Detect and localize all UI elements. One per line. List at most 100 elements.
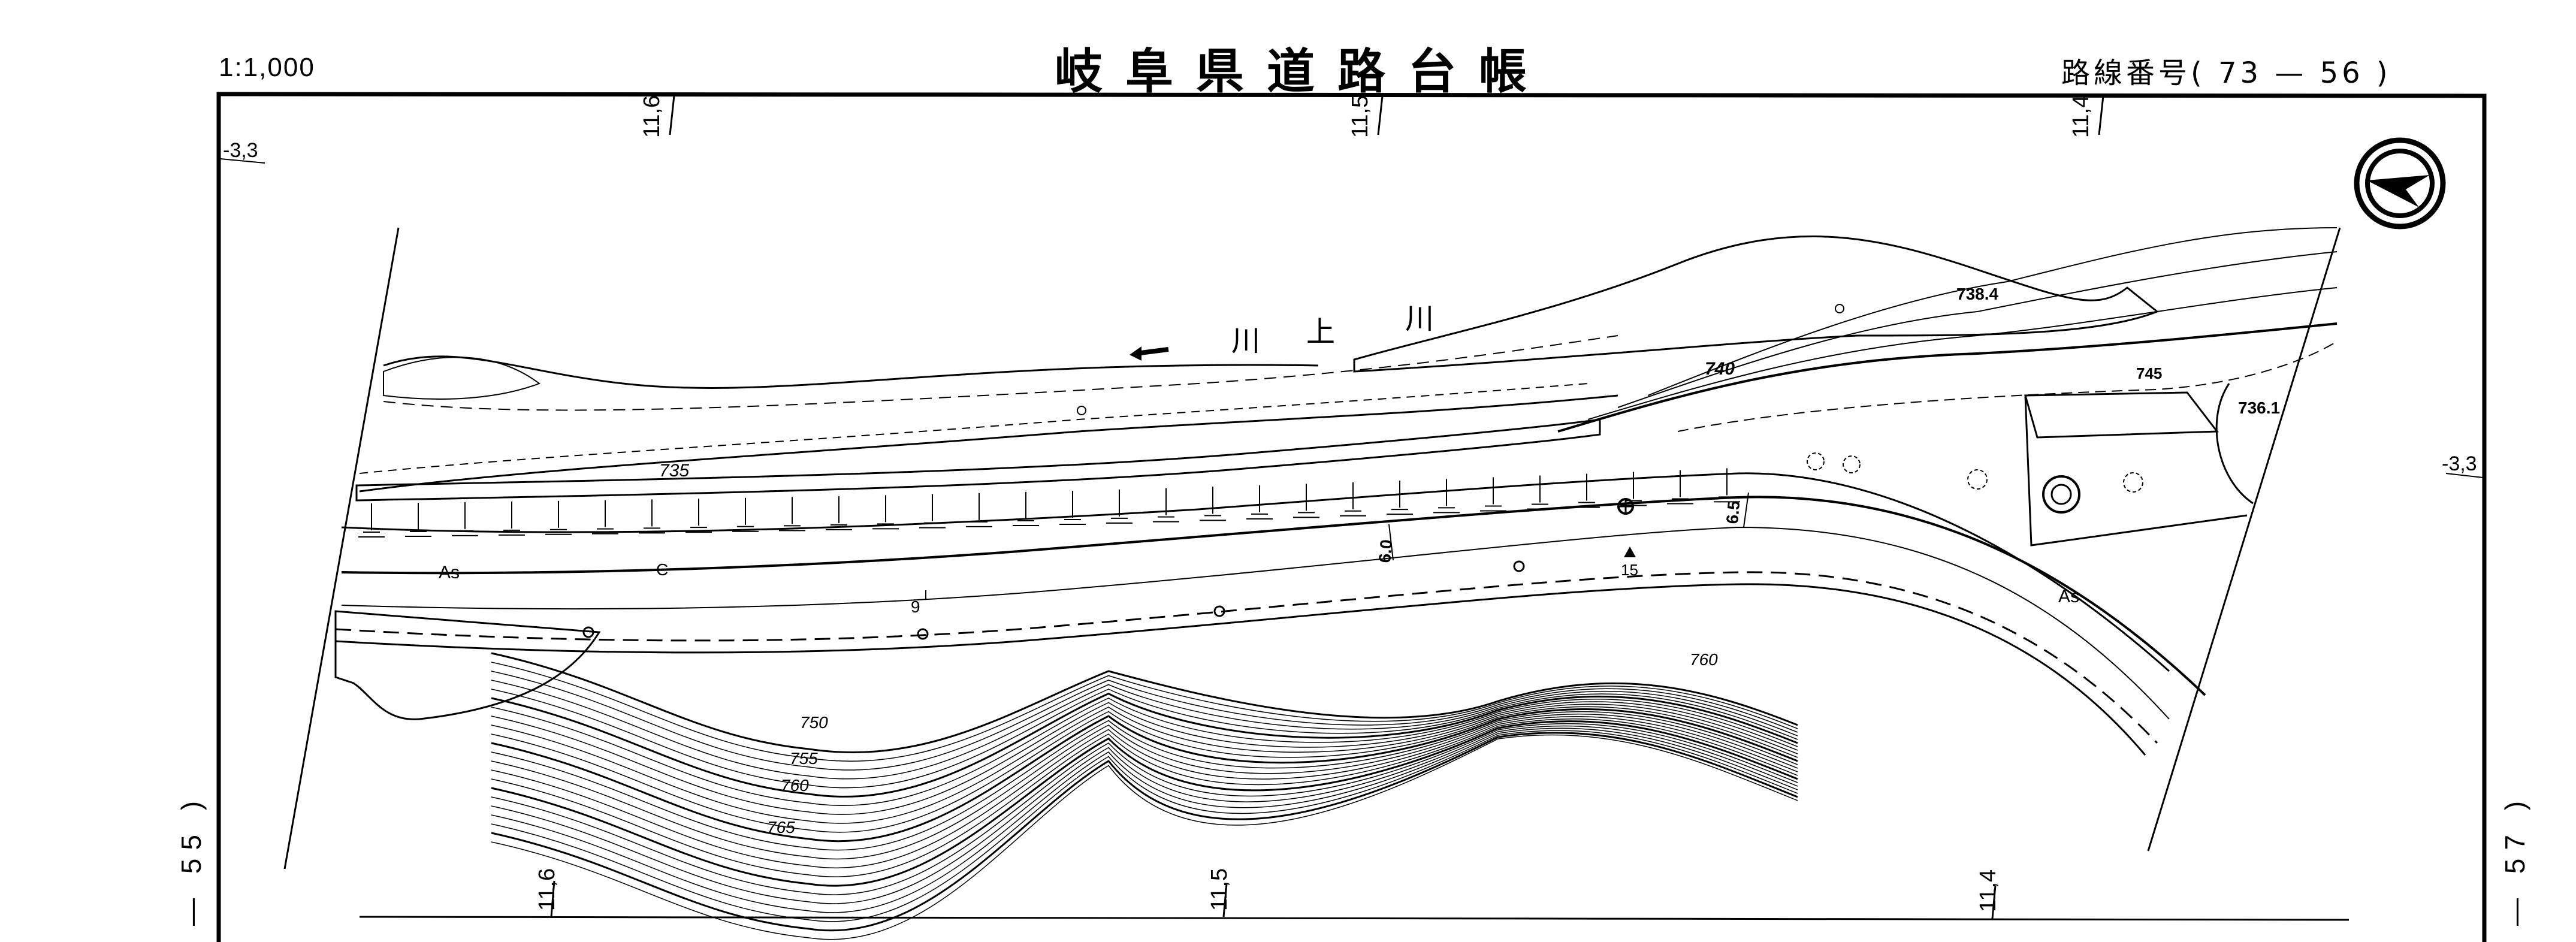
slope-tick (1714, 468, 1740, 503)
spot-height: 736.1 (2238, 398, 2280, 417)
contour-line (491, 706, 1798, 833)
contour-line (491, 723, 1798, 895)
slope-tick (1246, 485, 1273, 520)
slope-tick (1574, 473, 1600, 508)
slope-tick (1106, 489, 1133, 524)
slope-tick (1013, 491, 1039, 526)
lower-dotted-field (334, 610, 601, 720)
contour-line (491, 698, 1798, 806)
slope-tick (358, 503, 385, 538)
slope-tick (1293, 484, 1319, 518)
benchmark-symbol-icon (1617, 498, 1634, 515)
contour-label: 740 (1705, 359, 1735, 379)
slope-tick (1153, 488, 1179, 523)
right-structures (1807, 383, 2254, 547)
slope-tick (1059, 490, 1086, 525)
contour-label: 755 (790, 749, 818, 768)
slope-tick (1200, 487, 1226, 521)
slope-tick (872, 495, 899, 530)
river-name-char-0: 川 (1231, 325, 1260, 357)
grid-labels-top: 11,6 11,5 11,4 (639, 95, 2094, 138)
grid-label-bottom-2: 11,4 (1976, 869, 2001, 912)
slope-tick (919, 494, 946, 529)
slope-tick (1340, 482, 1366, 517)
shrub-symbol-icon (1843, 455, 1861, 473)
utility-pole-icons (582, 304, 1844, 640)
slope-symbols (358, 468, 1740, 538)
contour-line (491, 714, 1798, 860)
contour-line (491, 671, 1798, 771)
triangulation-point-icon (1624, 547, 1636, 557)
contour-line (491, 711, 1798, 851)
contour-line (491, 718, 1798, 878)
slope-tick (826, 496, 852, 530)
slope-tick (779, 497, 805, 532)
slope-tick (592, 500, 618, 535)
contour-label: 750 (800, 713, 828, 732)
slope-tick (499, 501, 525, 536)
contour-label: 760 (781, 776, 809, 795)
slope-tick (545, 500, 572, 535)
slope-tick (1527, 475, 1553, 510)
upper-left-dotted-area (383, 357, 541, 400)
slope-tick (452, 502, 478, 536)
sheet-edge-left (283, 227, 400, 869)
road-surface-label: As (439, 563, 460, 582)
contour-label: 765 (767, 818, 795, 837)
route-number: 路線番号( 73 — 56 ) (2061, 56, 2391, 90)
guard-fence (355, 418, 1601, 502)
shrub-symbol-icon (1967, 469, 1988, 490)
slope-tick (1480, 477, 1506, 512)
slope-tick (1387, 481, 1413, 515)
contour-line (491, 730, 1798, 922)
grid-label-left: -3,3 (223, 139, 258, 162)
contour-line (491, 727, 1798, 913)
shrub-symbol-icon (2123, 472, 2143, 493)
sheet-frame (216, 92, 2487, 942)
map-scale: 1:1,000 (219, 53, 315, 82)
station-label: 9 (911, 597, 920, 616)
slope-tick (732, 497, 759, 532)
contour-line (491, 720, 1798, 887)
grid-ticks-bottom: 11,6 11,5 11,4 (534, 868, 2001, 919)
riverside-dotted-area (1353, 236, 2159, 373)
spot-height: 738.4 (1956, 285, 1998, 303)
contour-label: 745 (2136, 364, 2162, 382)
benchmark-label: 15 (1621, 561, 1638, 579)
slope-tick (405, 502, 431, 537)
sheet-edge-right (2147, 227, 2341, 852)
lower-contours (491, 652, 1798, 940)
slope-tick (1667, 470, 1693, 505)
contour-line (491, 704, 1798, 824)
north-arrow-icon (2354, 137, 2446, 230)
contour-line (491, 701, 1798, 815)
road-surface-label: As (2058, 587, 2079, 606)
grid-label-bottom-1: 11,5 (1207, 868, 1232, 911)
contour-line (491, 725, 1798, 904)
page-title: 岐阜県道路台帳 (1055, 44, 1550, 99)
road-surface-label: C (656, 560, 668, 579)
slope-tick (966, 493, 992, 527)
contour-line (491, 715, 1798, 869)
grid-label-bottom-0: 11,6 (534, 868, 560, 911)
contour-line (491, 692, 1798, 798)
contour-line (491, 732, 1798, 932)
grid-label-top-0: 11,6 (639, 95, 665, 138)
river-name-char-2: 川 (1405, 303, 1434, 335)
contour-label: 735 (659, 461, 689, 481)
contour-line (491, 662, 1798, 762)
river-name-char-1: 上 (1306, 316, 1335, 348)
contour-line (491, 652, 1798, 753)
tree-symbol-icon (2042, 475, 2080, 514)
shrub-symbol-icon (1807, 452, 1825, 470)
contour-line (491, 708, 1798, 843)
slope-tick (639, 499, 665, 534)
slope-tick (1433, 479, 1460, 514)
contour-line (491, 689, 1798, 789)
grid-label-top-2: 11,4 (2068, 95, 2094, 138)
grid-label-right: -3,3 (2442, 452, 2477, 475)
road-width-label: 6.5 (1723, 500, 1743, 524)
contour-line (491, 734, 1798, 940)
bottom-baseline (359, 916, 2349, 921)
